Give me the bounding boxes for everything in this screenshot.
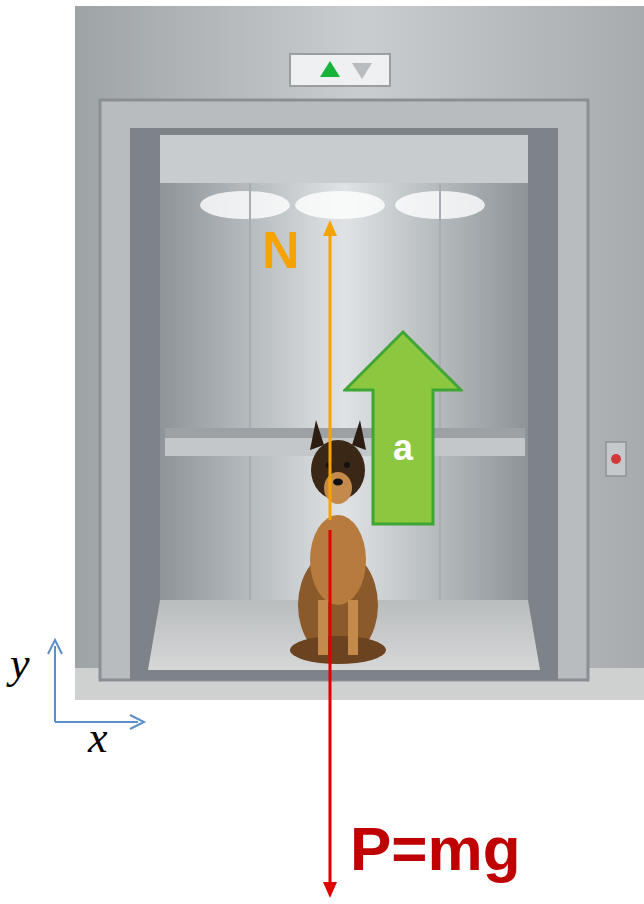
weight-arrow [329,530,332,886]
y-axis-head [48,640,62,654]
call-button [611,454,621,464]
door-frame [100,100,588,680]
acceleration-arrow: a [343,330,463,526]
axis-label: y [10,642,30,686]
wall [75,6,644,700]
block-arrow-outline [345,332,461,524]
down-indicator [352,63,372,79]
x-axis-head [130,715,144,729]
up-indicator [320,61,340,77]
y-axis [54,646,56,722]
handrail [165,428,525,438]
axis-label: x [88,716,108,760]
normal-force-arrowhead [323,220,337,236]
force-label: P=mg [350,818,521,880]
ceiling-light [295,191,385,219]
normal-force-arrow [329,232,332,520]
block-arrow-shape [343,330,463,526]
floor-indicator [290,54,390,86]
weight-arrowhead [323,882,337,898]
force-label: N [262,224,300,276]
call-button-panel [606,442,626,476]
cabin-ceiling [160,135,528,183]
ceiling-light [200,191,290,219]
acceleration-label: a [393,430,413,466]
cabin [160,135,528,670]
panel-seam [249,183,251,600]
door-frame-inner [130,128,558,680]
